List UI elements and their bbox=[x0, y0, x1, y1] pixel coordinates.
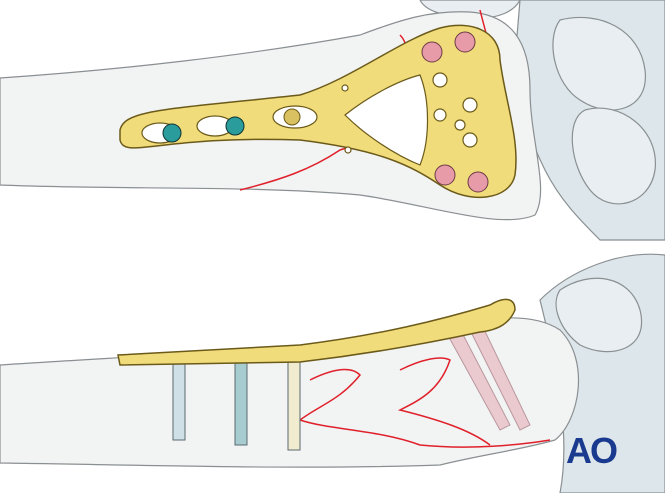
lateral-view bbox=[0, 253, 665, 493]
volar-plate-lateral bbox=[117, 298, 516, 366]
top-view bbox=[0, 0, 665, 241]
screw-head-gold bbox=[283, 108, 301, 126]
carpal-bones-lateral bbox=[539, 253, 665, 493]
fracture-lines-lateral bbox=[298, 357, 551, 448]
ao-logo: AO bbox=[566, 430, 618, 471]
locking-screw-head bbox=[162, 116, 245, 143]
volar-plate-top bbox=[119, 24, 517, 198]
distal-screw-heads bbox=[421, 31, 489, 193]
screws-shaft bbox=[172, 324, 531, 451]
carpal-bones bbox=[419, 0, 665, 241]
